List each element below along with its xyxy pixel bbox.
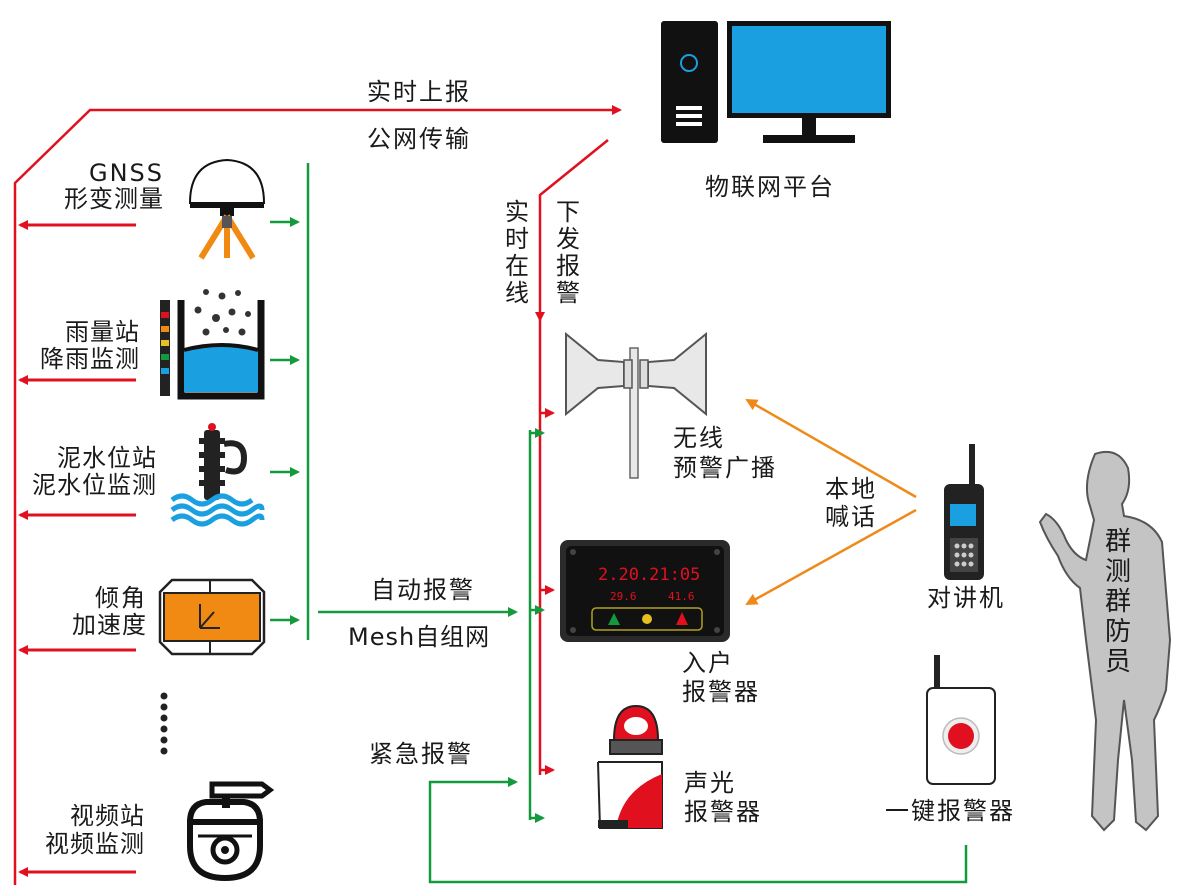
realtime-report-label: 实时上报 xyxy=(367,78,471,106)
gnss-label-1: GNSS xyxy=(89,159,164,187)
rain-label-1: 雨量站 xyxy=(65,318,140,346)
tilt-label-1: 倾角 xyxy=(95,584,147,612)
broadcast-speaker-icon xyxy=(565,331,707,479)
rain-gauge-icon xyxy=(160,289,265,400)
walkie-talkie-icon xyxy=(944,444,984,580)
public-network-label: 公网传输 xyxy=(367,125,471,153)
orange-shout-lines xyxy=(745,398,917,606)
indoor-alarm-device-icon: 2.20.21:05 29.6 41.6 xyxy=(560,540,730,642)
mesh-label: Mesh自组网 xyxy=(348,623,490,651)
shout-label-1: 本地 xyxy=(825,475,877,503)
one-key-alarm-icon xyxy=(926,655,996,785)
platform-label: 物联网平台 xyxy=(705,173,835,201)
computer-icon xyxy=(661,21,891,143)
rain-label-2: 降雨监测 xyxy=(40,345,140,373)
gnss-antenna-icon xyxy=(188,158,266,260)
alarm-down-text: 下发报警 xyxy=(556,198,580,307)
broadcast-label-1: 无线 xyxy=(673,424,725,452)
realtime-online-text: 实时在线 xyxy=(505,198,529,307)
mud-level-icon xyxy=(170,423,265,527)
person-role-label: 群测群防员 xyxy=(1105,527,1131,677)
sound-light-label-2: 报警器 xyxy=(684,798,762,826)
indoor-value-1: 29.6 xyxy=(610,590,637,603)
indoor-label-2: 报警器 xyxy=(682,678,760,706)
indoor-label-1: 入户 xyxy=(682,649,734,677)
person-silhouette-icon xyxy=(1038,450,1172,832)
shout-label-2: 喊话 xyxy=(825,503,877,531)
indoor-time-display: 2.20.21:05 xyxy=(598,565,700,585)
mud-label-2: 泥水位监测 xyxy=(32,471,157,499)
tilt-label-2: 加速度 xyxy=(72,611,147,639)
gnss-label-2: 形变测量 xyxy=(64,185,164,213)
camera-icon xyxy=(186,781,275,882)
emergency-alarm-label: 紧急报警 xyxy=(369,740,473,768)
sound-light-alarm-icon xyxy=(597,704,663,829)
video-label-1: 视频站 xyxy=(70,802,145,830)
realtime-online-label: 实时在线 xyxy=(505,198,529,307)
walkie-label: 对讲机 xyxy=(927,584,1005,612)
video-label-2: 视频监测 xyxy=(45,830,145,858)
more-dots-icon xyxy=(160,692,168,755)
alarm-down-label: 下发报警 xyxy=(556,198,580,307)
red-uplink-lines xyxy=(13,105,622,885)
mud-label-1: 泥水位站 xyxy=(57,444,157,472)
one-key-label: 一键报警器 xyxy=(885,797,1015,825)
broadcast-label-2: 预警广播 xyxy=(673,454,777,482)
indoor-value-2: 41.6 xyxy=(668,590,695,603)
sound-light-label-1: 声光 xyxy=(684,769,736,797)
auto-alarm-label: 自动报警 xyxy=(371,576,475,604)
tilt-sensor-icon xyxy=(158,578,266,656)
green-mesh-lines xyxy=(270,163,968,884)
person-role-text: 群测群防员 xyxy=(1105,527,1131,677)
